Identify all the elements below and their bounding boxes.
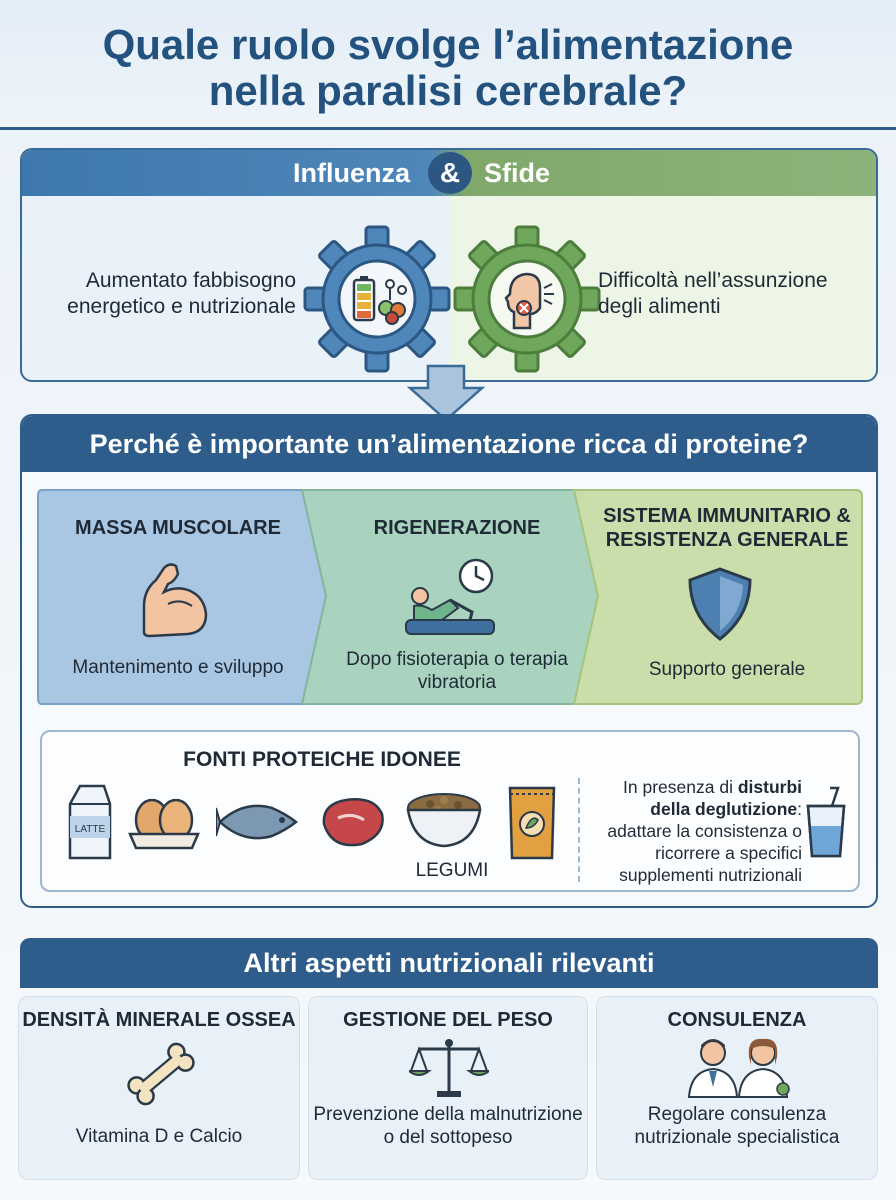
influence-challenges-header: Influenza & Sfide (22, 150, 876, 196)
heading-sfide: Sfide (484, 158, 551, 188)
protein-section-heading: Perché è importante un’alimentazione ric… (22, 416, 876, 472)
meat-icon (322, 798, 384, 847)
title-band: Quale ruolo svolge l’alimentazione nella… (0, 0, 896, 130)
card-bone-density-title: DENSITÀ MINERALE OSSEA (22, 1009, 296, 1031)
protein-sources-title: FONTI PROTEICHE IDONEE (183, 748, 461, 771)
protein-section: Perché è importante un’alimentazione ric… (20, 414, 878, 908)
title-line-1: Quale ruolo svolge l’alimentazione (102, 21, 794, 68)
note-post: : adattare la consistenza o ricorrere a … (607, 799, 802, 885)
title-line-2: nella paralisi cerebrale? (208, 67, 688, 114)
food-intake-difficulty-text: Difficoltà nell’assunzione degli aliment… (598, 269, 828, 318)
down-arrow-icon (406, 364, 486, 422)
shield-icon (688, 567, 752, 641)
benefit-immune-title: SISTEMA IMMUNITARIO & RESISTENZA GENERAL… (594, 504, 860, 552)
doctors-icon (687, 1038, 790, 1098)
influence-challenges-section: Influenza & Sfide Aumentato fabbisogno e… (20, 148, 878, 382)
heading-influenza: Influenza (292, 158, 410, 188)
swallowing-difficulty-icon (453, 225, 601, 373)
benefit-immune-subtitle: Supporto generale (648, 659, 806, 680)
card-consultation-subtitle: Regolare consulenza nutrizionale special… (634, 1104, 840, 1148)
benefit-muscle-subtitle: Mantenimento e sviluppo (72, 657, 284, 678)
benefit-immune-title-line-2: RESISTENZA GENERALE (605, 529, 849, 551)
other-aspects-heading: Altri aspetti nutrizionali rilevanti (20, 938, 878, 988)
ampersand-badge: & (428, 152, 472, 194)
milk-carton-label: LATTE (75, 824, 106, 835)
fish-icon (216, 804, 299, 840)
card-bone-density: DENSITÀ MINERALE OSSEA Vitamina D e Calc… (18, 996, 300, 1180)
supplement-cup-icon (806, 786, 846, 858)
note-pre: In presenza di (623, 777, 738, 797)
energy-need-text: Aumentato fabbisogno energetico e nutriz… (67, 269, 296, 318)
card-weight-management: GESTIONE DEL PESO Prevenzione della maln… (308, 996, 588, 1180)
card-weight-management-subtitle: Prevenzione della malnutrizione o del so… (313, 1104, 583, 1148)
sources-divider (578, 778, 580, 882)
benefit-regeneration-subtitle: Dopo fisioterapia o terapia vibratoria (346, 649, 568, 693)
flexed-arm-icon (142, 563, 208, 638)
bone-icon (127, 1042, 195, 1106)
benefit-regeneration-title: RIGENERAZIONE (373, 517, 541, 539)
card-consultation-title: CONSULENZA (667, 1009, 807, 1031)
milk-carton-icon: LATTE (68, 784, 112, 860)
card-consultation: CONSULENZA Regolare consulenza nutrizion… (596, 996, 878, 1180)
scale-icon (409, 1039, 489, 1097)
swallowing-note: In presenza di disturbi della deglutizio… (586, 776, 802, 886)
benefit-immune-title-line-1: SISTEMA IMMUNITARIO & (603, 505, 851, 527)
benefit-muscle-title: MASSA MUSCOLARE (75, 517, 281, 539)
card-bone-density-subtitle: Vitamina D e Calcio (75, 1126, 243, 1147)
resting-person-clock-icon (405, 558, 495, 635)
seeds-package-icon (508, 786, 556, 860)
legumes-bowl-icon (406, 793, 482, 848)
eggs-icon (128, 798, 200, 850)
card-weight-management-title: GESTIONE DEL PESO (343, 1009, 553, 1031)
battery-nutrients-icon (303, 225, 451, 373)
page-title: Quale ruolo svolge l’alimentazione nella… (0, 22, 896, 114)
legumes-label: LEGUMI (415, 860, 489, 881)
note-bold: disturbi della deglutizione (650, 777, 802, 819)
protein-sources-panel: FONTI PROTEICHE IDONEE LATTE (40, 730, 860, 892)
